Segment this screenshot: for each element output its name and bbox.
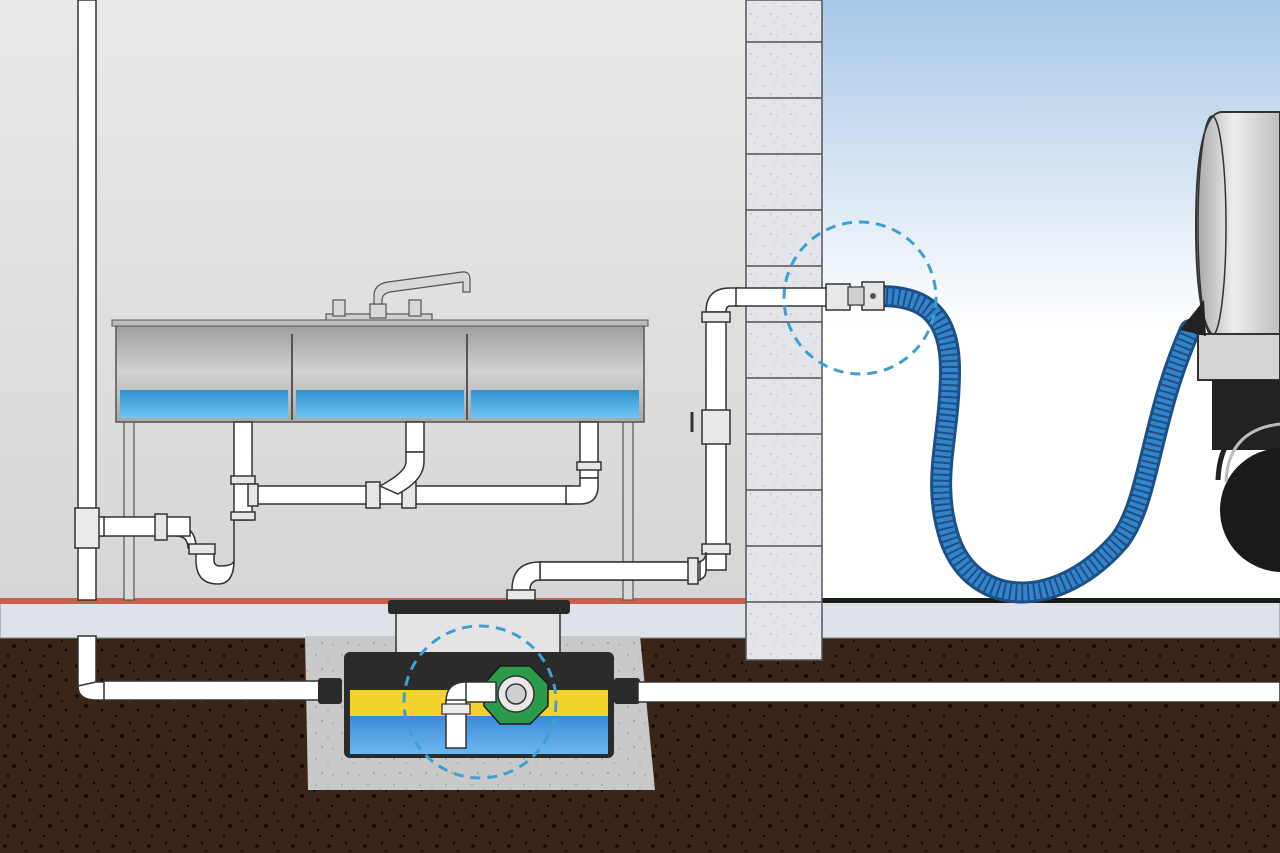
faucet-icon — [325, 271, 471, 325]
concrete-slab — [0, 601, 1280, 639]
block-wall — [745, 0, 823, 661]
outlet-pipe — [614, 678, 1280, 704]
vacuum-hose — [847, 281, 1201, 604]
sink-drain-piping — [74, 421, 602, 585]
trap-fitting-callout — [402, 624, 558, 780]
three-compartment-sink-icon — [111, 319, 649, 423]
grease-interceptor-icon — [344, 600, 614, 758]
outdoor-ground-line — [822, 598, 1280, 603]
vacuum-pump-truck-icon — [1180, 111, 1280, 572]
hose-connection-callout — [782, 220, 938, 376]
floor-edge — [0, 598, 748, 604]
trap-inlet-and-pump-out-pipe — [506, 283, 851, 601]
vertical-drain-pipe — [77, 0, 342, 704]
